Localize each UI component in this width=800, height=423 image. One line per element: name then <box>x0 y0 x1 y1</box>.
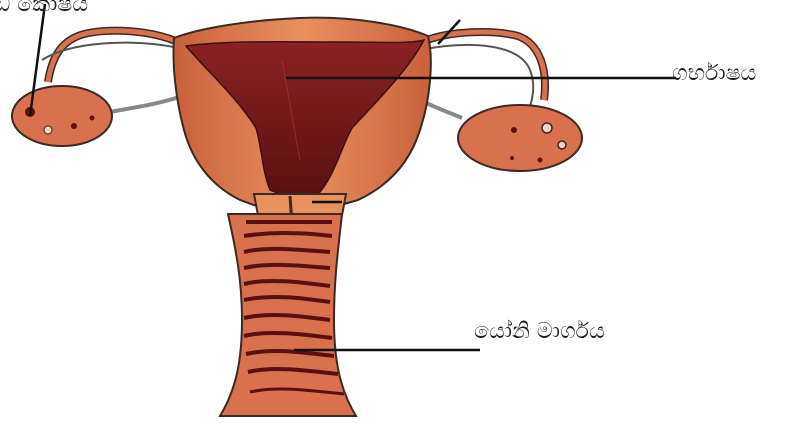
ovary-label: ඩ කෝෂය <box>0 0 88 16</box>
uterus <box>173 18 430 226</box>
uterus-label: ගර්භාෂය <box>672 63 756 85</box>
vagina-label: යෝනි මාර්ගය <box>474 321 605 343</box>
left-ovary <box>12 86 112 146</box>
vagina <box>220 214 356 416</box>
right-ovary <box>458 105 582 171</box>
